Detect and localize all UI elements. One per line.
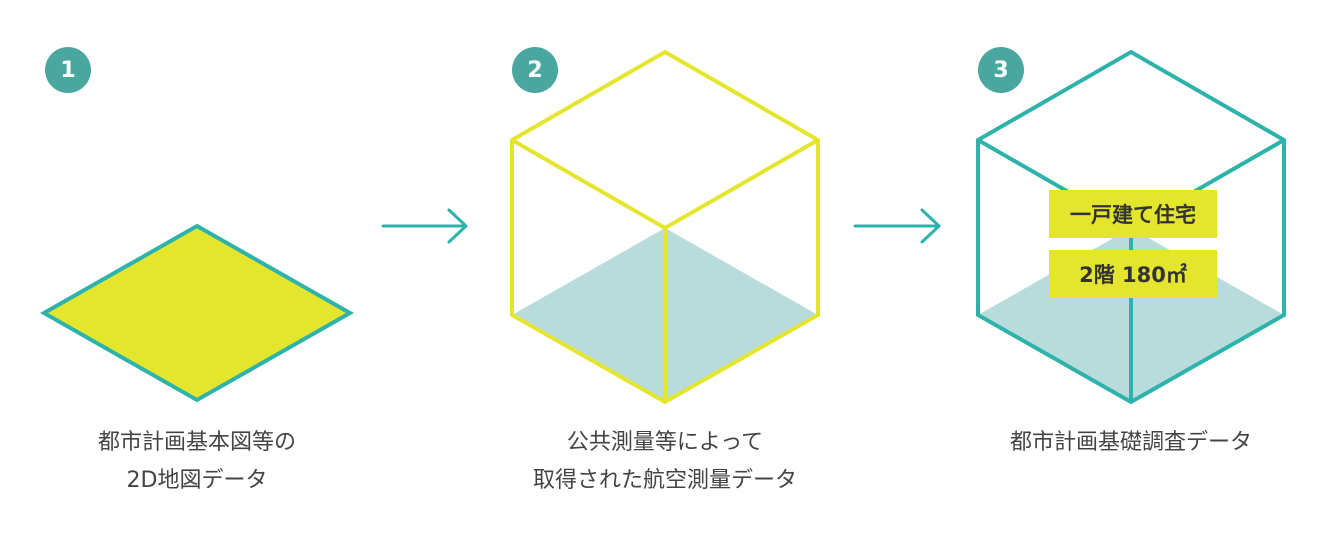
aerial-survey-cube (510, 49, 820, 405)
flat-map-diamond (39, 223, 355, 403)
step-number-badge-2: 2 (512, 47, 558, 93)
building-type-label: 一戸建て住宅 (1049, 190, 1217, 238)
caption-line: 公共測量等によって (566, 430, 764, 455)
caption-step-2: 公共測量等によって 取得された航空測量データ (505, 424, 825, 500)
caption-line: 都市計画基礎調査データ (1009, 430, 1252, 455)
step-number-badge-3: 3 (978, 47, 1024, 93)
caption-line: 都市計画基本図等の (97, 430, 296, 455)
arrow-right-icon (381, 208, 468, 244)
step-number-badge-1: 1 (45, 47, 91, 93)
caption-line: 取得された航空測量データ (532, 468, 797, 493)
caption-step-3: 都市計画基礎調査データ (975, 424, 1287, 462)
floors-area-label: 2階 180㎡ (1049, 250, 1217, 298)
caption-step-1: 都市計画基本図等の 2D地図データ (47, 424, 347, 500)
caption-line: 2D地図データ (126, 468, 268, 493)
arrow-right-icon (853, 208, 941, 244)
